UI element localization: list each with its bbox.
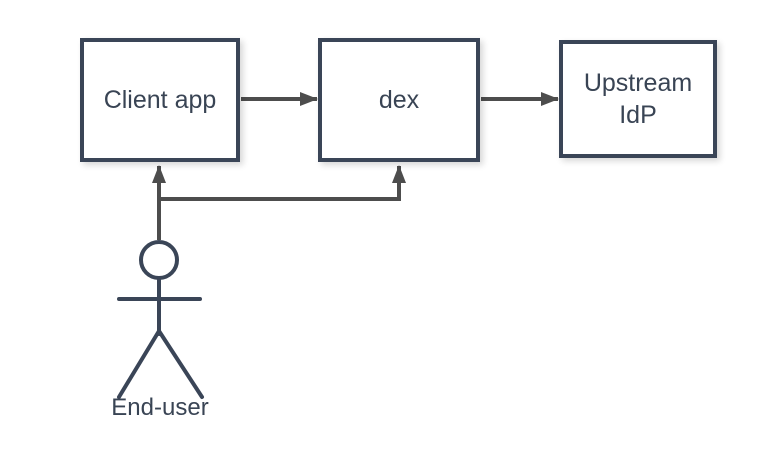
end-user-actor-icon [117,240,204,399]
end-user-label: End-user [111,394,209,421]
actor-left-leg [117,329,161,399]
node-dex: dex [318,38,480,162]
node-client-app-label: Client app [103,86,217,114]
node-upstream-idp-label-line1: Upstream [583,69,693,97]
actor-head [139,240,179,280]
node-upstream-idp-label-line2: IdP [619,101,657,129]
node-dex-label: dex [378,86,420,114]
edge-user-to-dex [159,165,406,201]
node-upstream-idp: Upstream IdP [559,40,717,158]
actor-right-leg [157,329,204,399]
node-client-app: Client app [80,38,240,162]
